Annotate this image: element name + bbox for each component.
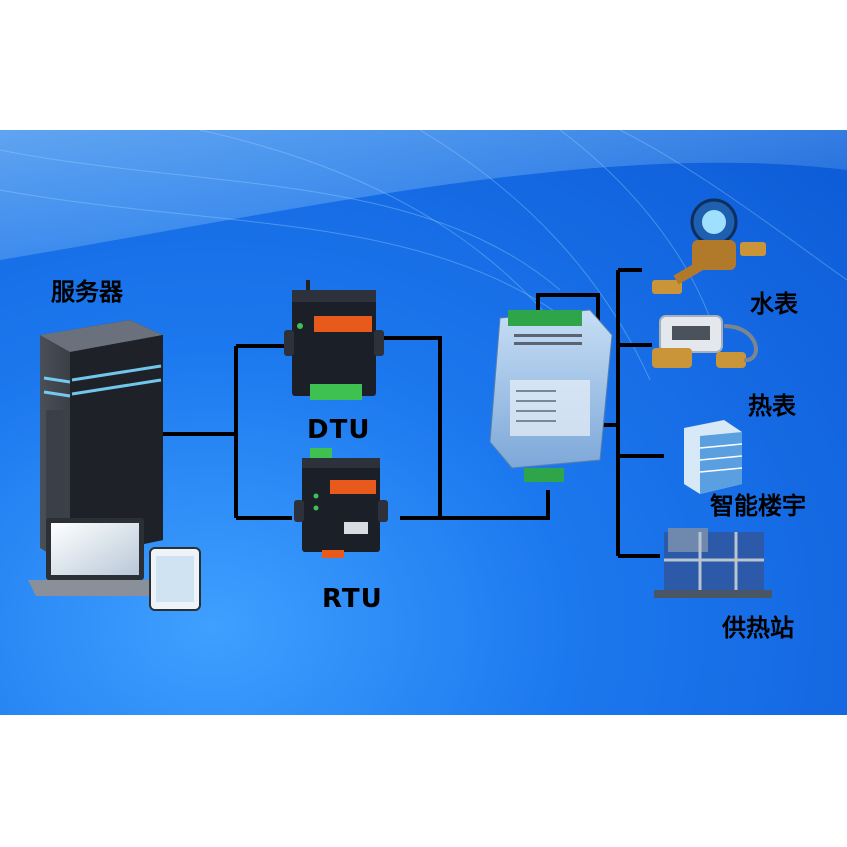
modbus-converter-icon <box>489 309 613 482</box>
heating-station-label: 供热站 <box>722 614 794 642</box>
background-glow <box>0 130 847 260</box>
server-label: 服务器 <box>51 278 123 306</box>
dtu-device-icon <box>284 280 384 400</box>
tablet-icon <box>149 547 201 611</box>
heat-meter-icon <box>652 315 758 368</box>
rtu-label: RTU <box>322 584 383 614</box>
heat-meter-label: 热表 <box>748 392 796 420</box>
water-meter-label: 水表 <box>750 290 798 318</box>
diagram-background: 服务器 DTU RTU 水表 热表 智能楼宇 供热站 <box>0 130 847 715</box>
line-dtu-out <box>384 336 442 518</box>
line-rtu-to-converter <box>400 490 550 520</box>
heating-station-icon <box>654 528 772 598</box>
smart-building-label: 智能楼宇 <box>710 492 806 520</box>
network-diagram <box>0 130 847 611</box>
building-icon <box>684 420 743 494</box>
laptop-icon <box>28 518 160 596</box>
rtu-device-icon <box>294 448 388 558</box>
dtu-label: DTU <box>307 415 371 445</box>
water-meter-icon <box>652 198 766 294</box>
server-tower-icon <box>40 320 163 560</box>
